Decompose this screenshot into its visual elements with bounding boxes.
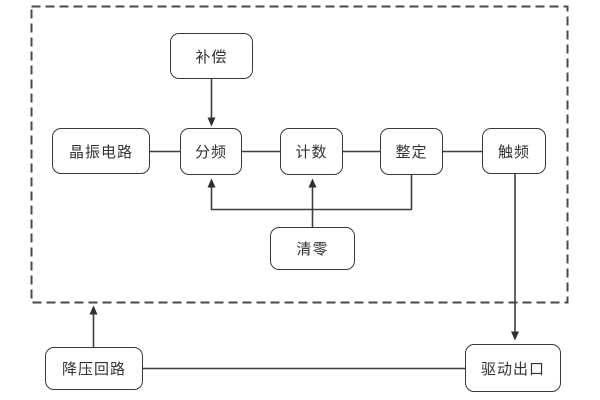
edge-setting-feedback-to-divider bbox=[207, 175, 413, 211]
system-boundary bbox=[30, 5, 569, 304]
node-clear: 清零 bbox=[270, 227, 355, 270]
node-counter: 计数 bbox=[280, 128, 343, 175]
node-frequency-divider-label: 分频 bbox=[194, 144, 227, 161]
node-setting: 整定 bbox=[380, 128, 443, 175]
node-trigger-frequency: 触频 bbox=[482, 128, 546, 174]
node-setting-label: 整定 bbox=[395, 144, 428, 161]
node-crystal-oscillator-circuit: 晶振电路 bbox=[52, 128, 150, 174]
node-clear-label: 清零 bbox=[296, 241, 329, 258]
node-trigger-frequency-label: 触频 bbox=[497, 143, 530, 161]
node-counter-label: 计数 bbox=[295, 144, 328, 161]
node-compensation: 补偿 bbox=[170, 33, 253, 79]
node-crystal-oscillator-label: 晶振电路 bbox=[68, 143, 133, 161]
node-frequency-divider: 分频 bbox=[180, 128, 242, 175]
node-drive-output-label: 驱动出口 bbox=[480, 360, 545, 378]
node-step-down-circuit: 降压回路 bbox=[45, 347, 143, 390]
node-drive-output: 驱动出口 bbox=[465, 344, 561, 392]
node-compensation-label: 补偿 bbox=[195, 48, 228, 66]
node-step-down-circuit-label: 降压回路 bbox=[61, 361, 126, 378]
